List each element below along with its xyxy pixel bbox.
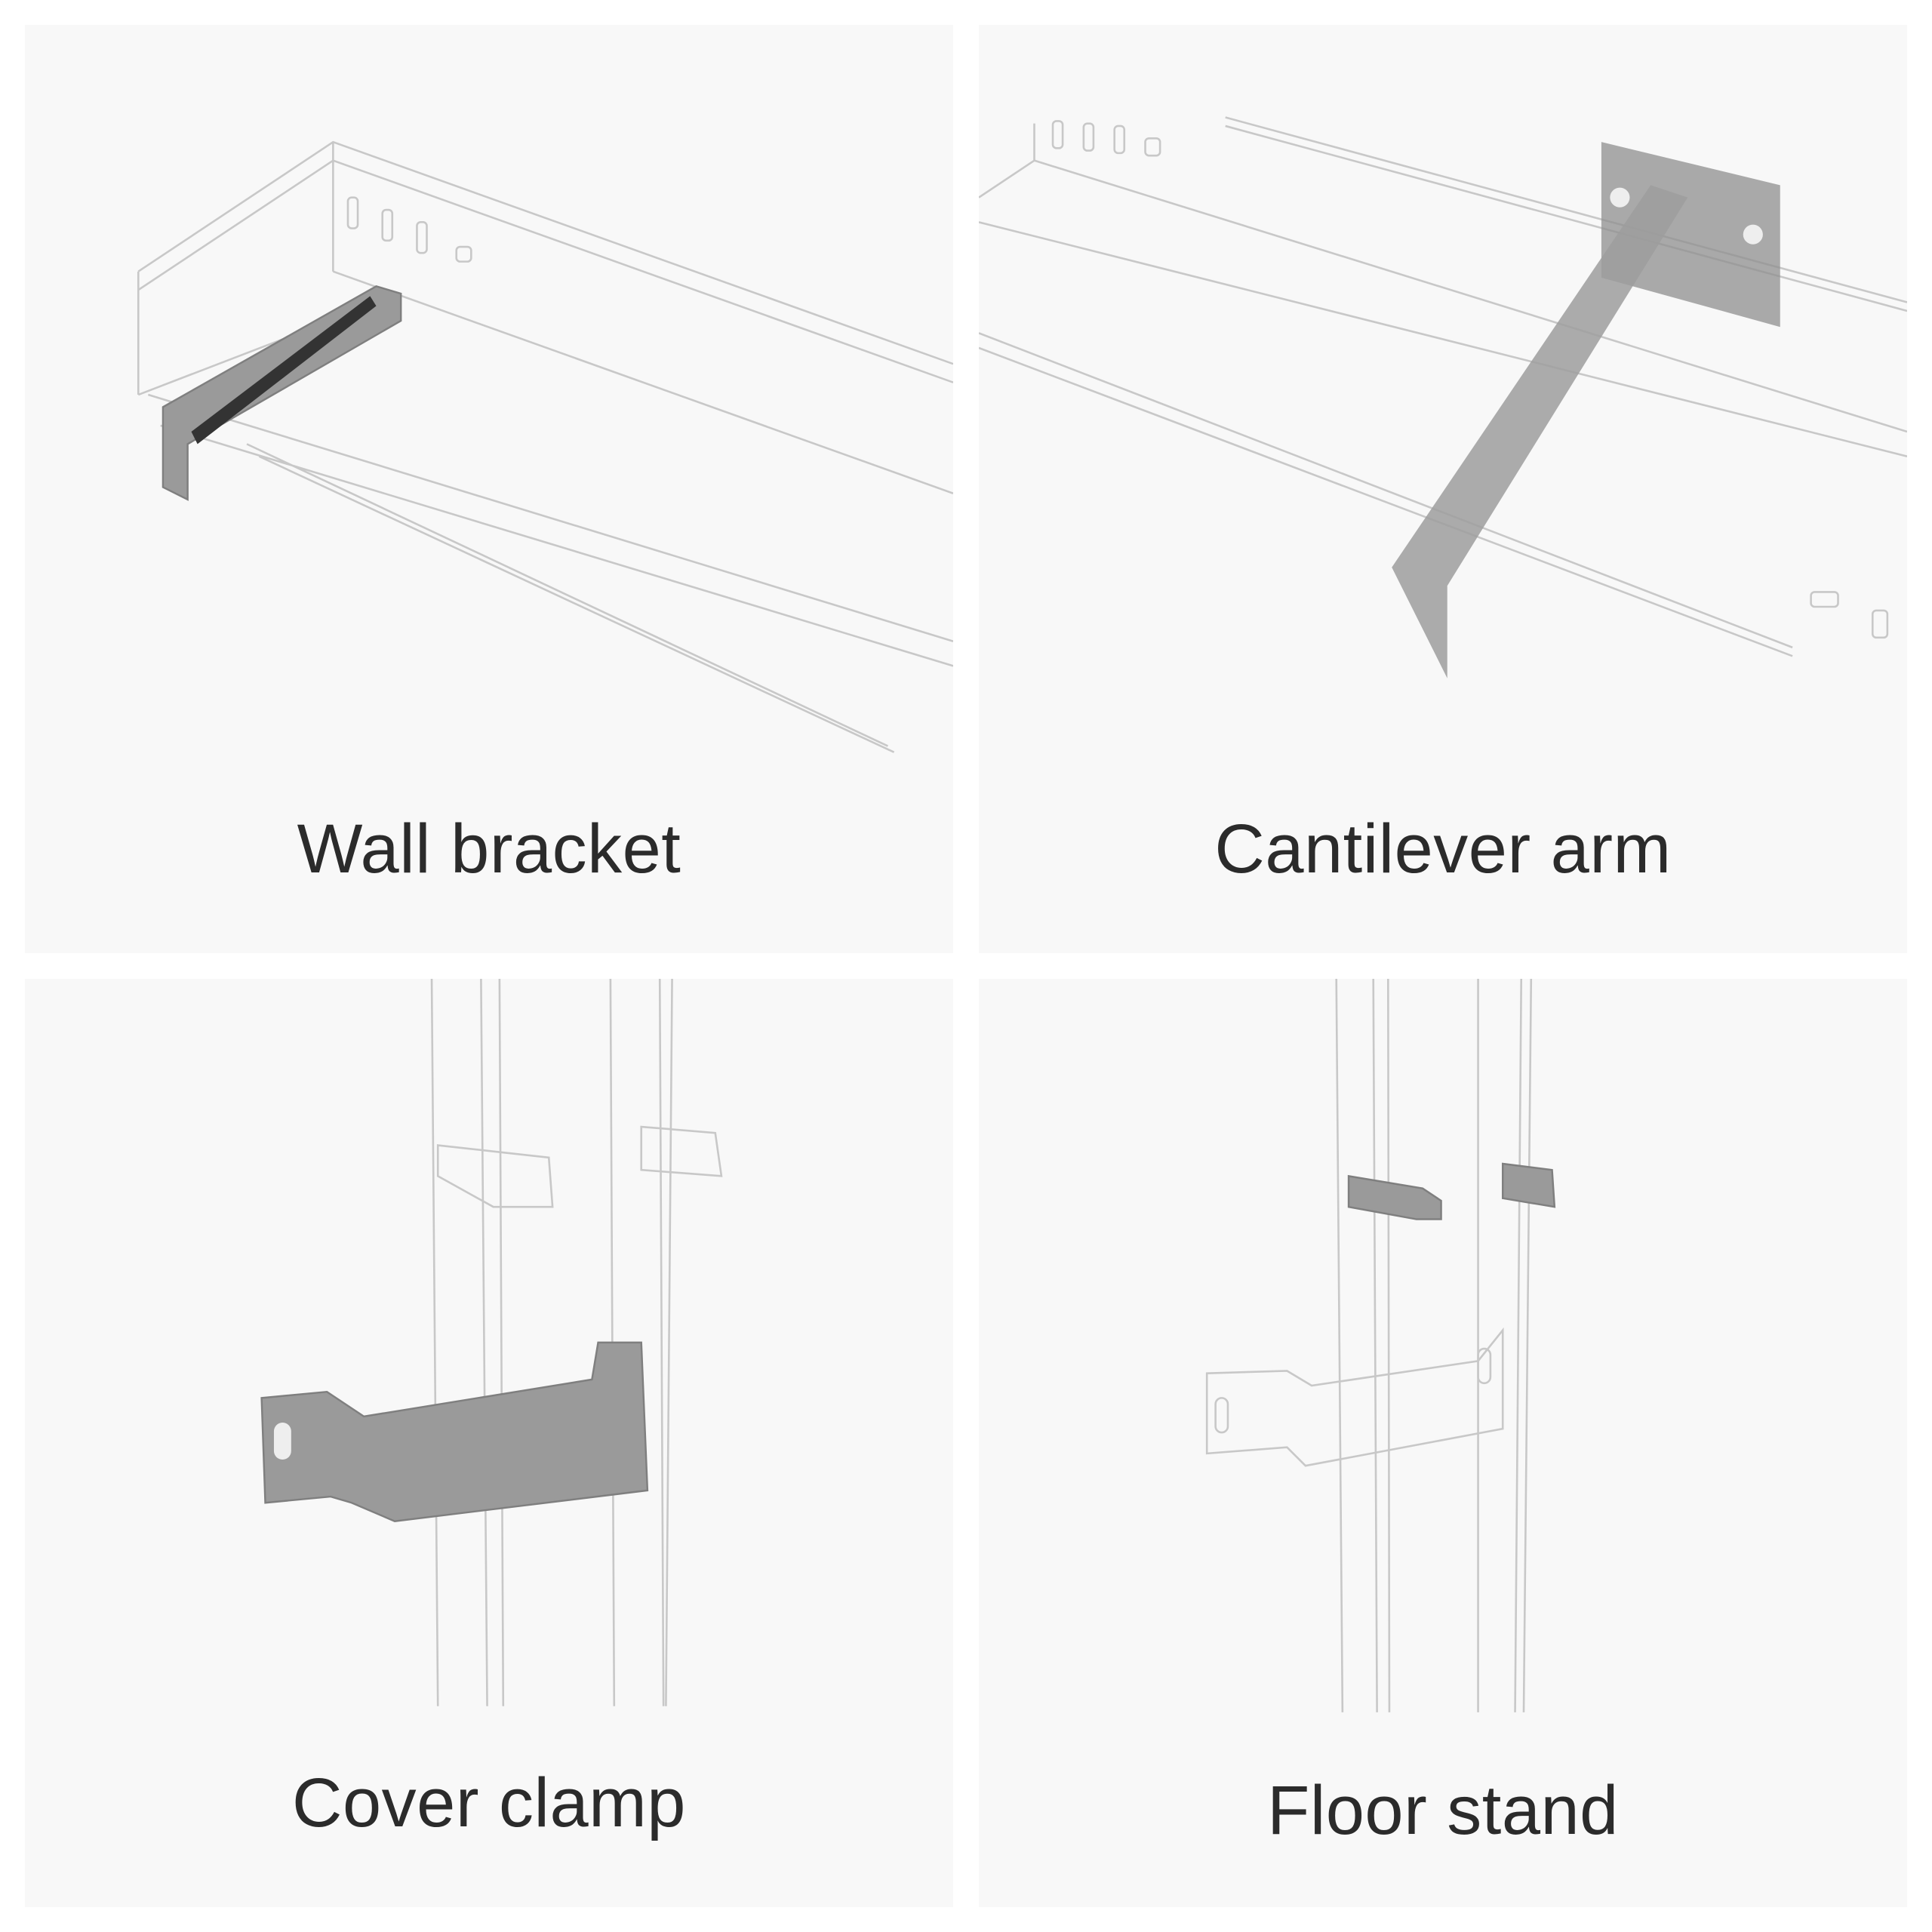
floor-stand-illustration <box>1205 979 1556 1712</box>
product-card-floor-stand[interactable]: Floor stand <box>979 979 1907 1907</box>
cantilever-arm-illustration <box>979 116 1907 678</box>
wall-bracket-illustration <box>137 140 953 753</box>
product-card-wall-bracket[interactable]: Wall bracket <box>25 25 953 953</box>
product-card-cantilever-arm[interactable]: Cantilever arm <box>979 25 1907 953</box>
product-label: Cover clamp <box>292 1764 686 1841</box>
product-label: Wall bracket <box>297 811 681 888</box>
product-label: Cantilever arm <box>1214 811 1672 888</box>
cover-clamp-illustration <box>260 979 723 1706</box>
product-card-cover-clamp[interactable]: Cover clamp <box>25 979 953 1907</box>
product-label: Floor stand <box>1267 1772 1619 1849</box>
